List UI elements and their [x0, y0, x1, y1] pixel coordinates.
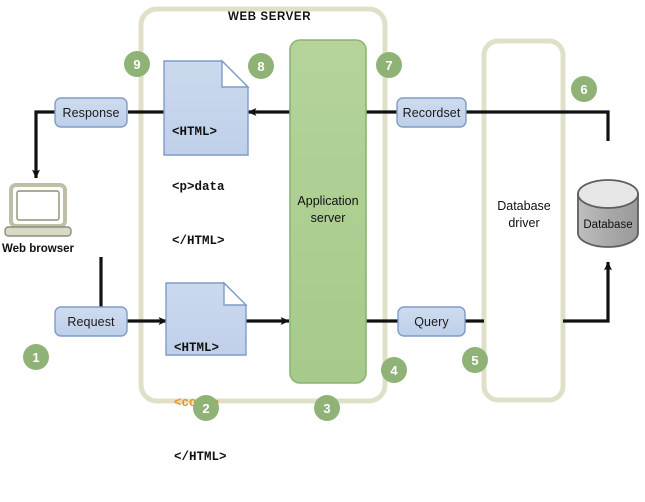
- web-server-container: [138, 6, 388, 404]
- query-box: [397, 306, 466, 337]
- database-driver-label-line-2: driver: [508, 216, 540, 230]
- step-circle-7[interactable]: 7: [376, 52, 402, 78]
- database-driver-label-line-1: Database: [497, 199, 551, 214]
- step-circle-5[interactable]: 5: [462, 347, 488, 373]
- request-document-fold: [223, 281, 248, 306]
- database-cylinder-icon: [577, 179, 639, 248]
- step-circle-4[interactable]: 4: [381, 357, 407, 383]
- diagram-canvas: WEB SERVER Response Request Recordset Qu…: [2, 6, 639, 464]
- response-doc-line-1: <HTML>: [172, 125, 218, 140]
- request-doc-line-3: </HTML>: [174, 450, 227, 464]
- recordset-box-label[interactable]: Recordset: [402, 105, 461, 120]
- arrow-response-to-browser: [32, 110, 55, 179]
- request-doc-line-1: <HTML>: [174, 341, 220, 356]
- query-box-label[interactable]: Query: [414, 314, 449, 329]
- web-browser-icon: [4, 183, 72, 237]
- step-circle-1[interactable]: 1: [23, 344, 49, 370]
- response-doc-line-3: </HTML>: [172, 234, 225, 248]
- application-server-block: [289, 39, 367, 384]
- request-box: [54, 306, 128, 337]
- arrow-database-to-driver: [483, 110, 610, 141]
- response-box: [54, 97, 128, 128]
- step-circle-6[interactable]: 6: [571, 76, 597, 102]
- application-server-label-line-1: Application: [297, 194, 359, 209]
- response-box-label[interactable]: Response: [62, 105, 120, 120]
- step-circle-2[interactable]: 2: [193, 395, 219, 421]
- web-server-title: WEB SERVER: [228, 11, 312, 23]
- response-document-code: <HTML> <p>data </HTML>: [172, 87, 225, 286]
- web-browser-caption: Web browser: [2, 243, 74, 255]
- request-box-label[interactable]: Request: [67, 314, 115, 329]
- diagram-vector-layer: [4, 6, 639, 404]
- response-doc-line-2: <p>data: [172, 179, 225, 194]
- response-document-fold: [221, 59, 250, 88]
- step-circle-3[interactable]: 3: [314, 395, 340, 421]
- step-circle-8[interactable]: 8: [248, 53, 274, 79]
- database-label: Database: [583, 219, 633, 231]
- application-server-label: Application server: [288, 190, 368, 230]
- recordset-box: [396, 97, 467, 128]
- database-driver-container: [481, 38, 566, 403]
- step-circle-9[interactable]: 9: [124, 51, 150, 77]
- application-server-label-line-2: server: [310, 211, 346, 225]
- database-driver-label: Database driver: [484, 195, 564, 235]
- arrow-driver-to-database: [563, 261, 612, 323]
